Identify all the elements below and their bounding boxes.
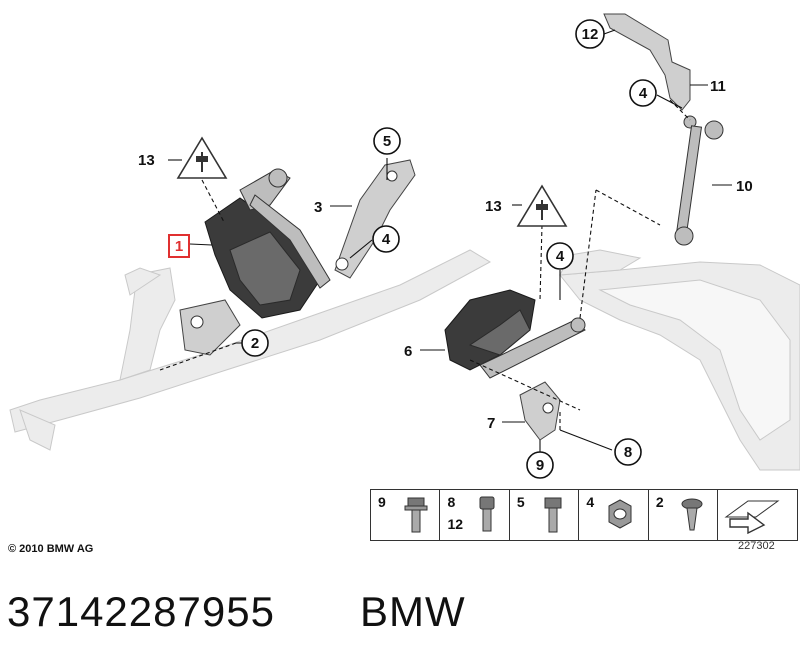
- callout-11: 11: [710, 78, 726, 95]
- callout-13-left: 13: [138, 152, 155, 169]
- callout-13-right: 13: [485, 198, 502, 215]
- fastener-cell-view: [718, 490, 797, 540]
- linkage-rod-10: [603, 13, 724, 246]
- fastener-cell-5: 5: [510, 490, 580, 540]
- fastener-label: 8: [447, 494, 456, 510]
- fastener-label: 9: [378, 494, 386, 510]
- hex-nut-icon: [608, 499, 632, 529]
- fastener-cell-4: 4: [579, 490, 649, 540]
- svg-text:6: 6: [404, 343, 412, 360]
- svg-text:4: 4: [639, 85, 648, 102]
- copyright-notice: © 2010 BMW AG: [8, 543, 94, 555]
- svg-text:13: 13: [138, 152, 155, 169]
- socket-head-bolt-icon: [479, 496, 495, 532]
- callout-10: 10: [736, 178, 753, 195]
- callout-7: 7: [487, 415, 495, 432]
- svg-text:7: 7: [487, 415, 495, 432]
- callout-5: 5: [373, 127, 401, 155]
- svg-text:5: 5: [383, 133, 391, 150]
- fastener-label: 4: [586, 494, 595, 510]
- brand-name: BMW: [360, 588, 466, 635]
- callout-1: 1: [168, 234, 190, 258]
- fastener-label: 2: [655, 494, 664, 510]
- hex-bolt-icon: [544, 497, 562, 533]
- torx-screw-icon: [681, 498, 703, 531]
- ride-height-sensor-left: [179, 168, 331, 356]
- svg-text:9: 9: [536, 457, 544, 474]
- svg-text:1: 1: [175, 238, 183, 255]
- drawing-number: 227302: [738, 540, 775, 552]
- electrical-warning-icon-right: [516, 184, 568, 227]
- svg-text:3: 3: [314, 199, 322, 216]
- svg-text:8: 8: [624, 444, 632, 461]
- callout-8: 8: [614, 438, 642, 466]
- fastener-cell-2: 2: [649, 490, 719, 540]
- callout-2: 2: [241, 329, 269, 357]
- fastener-cell-9: 9: [371, 490, 441, 540]
- svg-text:13: 13: [485, 198, 502, 215]
- callout-4-top: 4: [629, 79, 657, 107]
- svg-text:2: 2: [251, 335, 259, 352]
- callout-4-left: 4: [372, 225, 400, 253]
- fastener-cell-8-12: 8 12: [440, 490, 510, 540]
- fastener-label: 12: [447, 516, 464, 532]
- bracket-3: [334, 159, 416, 279]
- callout-3: 3: [314, 199, 322, 216]
- callout-4-center: 4: [546, 242, 574, 270]
- ride-height-sensor-right: [444, 289, 586, 441]
- fastener-legend-table: 9 8 12 5 4 2: [370, 489, 798, 541]
- svg-text:4: 4: [382, 231, 391, 248]
- fastener-label: 5: [516, 494, 525, 510]
- callout-12: 12: [575, 19, 605, 49]
- leader-lines: [159, 29, 732, 460]
- svg-text:4: 4: [556, 248, 565, 265]
- part-number: 37142287955: [7, 588, 275, 635]
- callout-9: 9: [526, 451, 554, 479]
- electrical-warning-icon-left: [176, 136, 228, 179]
- chassis-frame-right: [559, 249, 800, 471]
- view-arrow-icon: [724, 500, 780, 535]
- flange-bolt-icon: [404, 497, 428, 533]
- svg-text:11: 11: [710, 78, 726, 95]
- svg-text:12: 12: [582, 26, 599, 43]
- callout-6: 6: [404, 343, 412, 360]
- svg-text:10: 10: [736, 178, 753, 195]
